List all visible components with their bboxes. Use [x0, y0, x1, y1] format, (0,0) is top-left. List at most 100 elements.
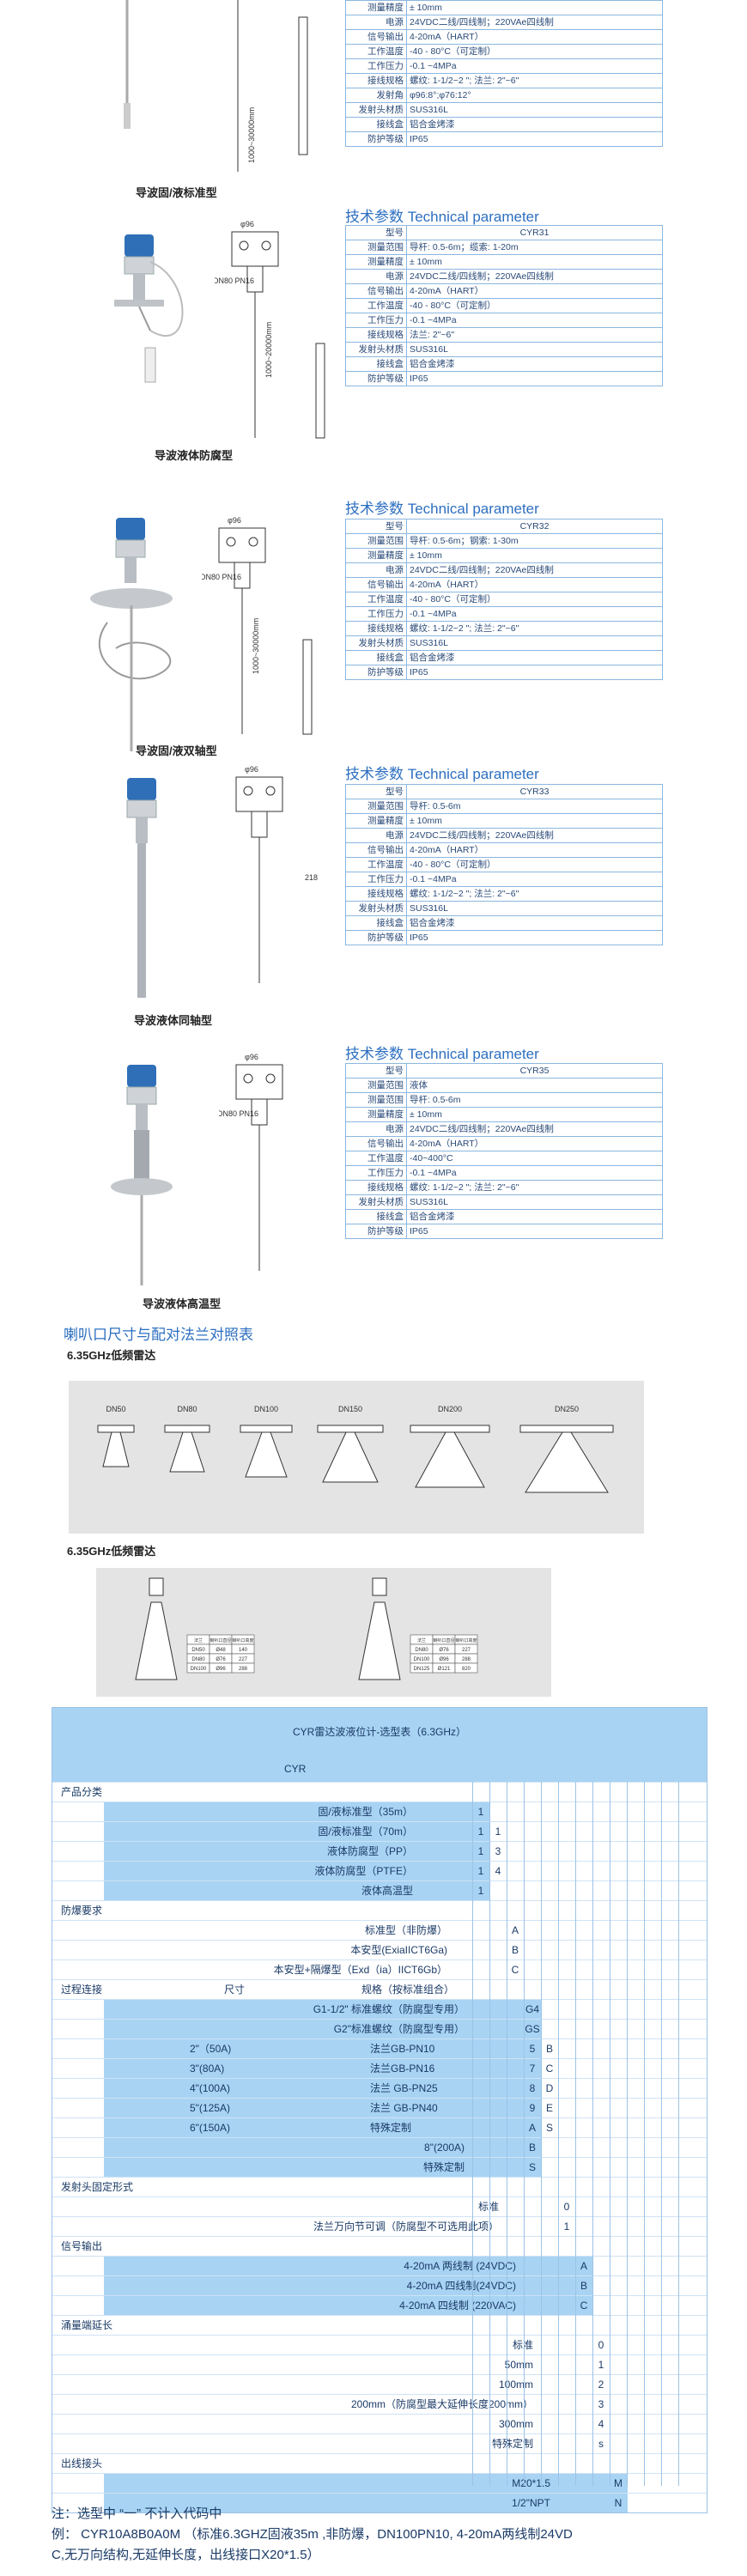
selection-option-row: G1-1/2" 标准螺纹（防腐型专用）G4 — [52, 1999, 707, 2019]
spec-row: 接线规格螺纹: 1-1/2~2 "; 法兰: 2"~6" — [345, 886, 663, 902]
spec-key: 防护等级 — [345, 371, 407, 386]
drawing-cable — [298, 16, 308, 155]
option-band — [104, 2079, 542, 2098]
flange-td-text: DN80 — [191, 1657, 205, 1662]
spec-row: 测量精度± 10mm — [345, 1107, 663, 1122]
spec-value: ± 10mm — [406, 254, 663, 270]
option-band — [104, 2158, 542, 2177]
option-code: 3 — [495, 1845, 501, 1857]
spec-value: 螺纹: 1-1/2~2 "; 法兰: 2"~6" — [406, 1180, 663, 1195]
horn-label: DN200 — [438, 1405, 462, 1413]
drawing-knob — [243, 786, 253, 796]
spec-value: 铝合金烤漆 — [406, 915, 663, 931]
horn-flange — [410, 1425, 490, 1433]
horn-flange — [164, 1425, 210, 1433]
spec-row: 接线盒铝合金烤漆 — [345, 650, 663, 665]
selection-option-row: 4-20mA 四线制 (220VAC)C — [52, 2295, 707, 2315]
housing-body — [126, 799, 157, 818]
note-line3: C,无万向结构,无延伸长度，出线接口X20*1.5） — [52, 2548, 320, 2562]
flange-td-text: 227 — [462, 1648, 471, 1653]
horn-label: DN150 — [338, 1405, 362, 1413]
option-code: B — [528, 2142, 536, 2154]
spec-value: 液体 — [406, 1078, 663, 1093]
option-band — [104, 1822, 490, 1841]
dimension-label: DN80 PN16 — [202, 573, 241, 581]
code-column-line — [558, 1782, 559, 2486]
spec-row: 测量范围导杆: 0.5-6m；钢索: 1-30m — [345, 533, 663, 549]
spec-value: 24VDC二线/四线制；220VAe四线制 — [406, 562, 663, 578]
spec-key: 接线盒 — [345, 117, 407, 132]
spec-row: 测量精度± 10mm — [345, 813, 663, 829]
spec-value: SUS316L — [406, 1194, 663, 1210]
option-label: 标准 — [512, 2339, 533, 2351]
horn-flange — [519, 1425, 614, 1433]
option-code: A — [511, 1924, 519, 1936]
spec-key: 接线盒 — [345, 356, 407, 372]
spec-value: 4-20mA（HART） — [406, 283, 663, 299]
spec-value: 铝合金烤漆 — [406, 117, 663, 132]
spec-key: 工作温度 — [345, 592, 407, 607]
drawing-head — [218, 527, 266, 563]
spec-row: 接线规格法兰: 2"~6" — [345, 327, 663, 343]
option-code: N — [614, 2497, 622, 2509]
flange-th-text: 法兰 — [194, 1637, 203, 1643]
flange-sub1: 6.35GHz低频雷达 — [67, 1349, 156, 1362]
neck — [136, 817, 148, 843]
spec-value: 法兰: 2"~6" — [406, 327, 663, 343]
selection-category-row: 出线接头 — [52, 2453, 707, 2473]
spec-value: ± 10mm — [406, 548, 663, 563]
drawing-cable — [302, 639, 313, 735]
option-band — [104, 2494, 628, 2512]
option-band — [104, 2257, 593, 2275]
tech-param-title: 技术参数 Technical parameter — [345, 766, 539, 782]
spec-row: 工作温度-40 - 80°C（可定制） — [345, 298, 663, 313]
option-label: 液体高温型 — [361, 1885, 413, 1897]
horn-label: DN80 — [177, 1405, 197, 1413]
option-label: 1/2"NPT — [512, 2497, 550, 2509]
spec-key: 防护等级 — [345, 1224, 407, 1239]
spec-value: 铝合金烤漆 — [406, 1209, 663, 1224]
option-label: 200mm（防腐型最大延伸长度200mm） — [350, 2398, 533, 2410]
selection-option-row: G2"标准螺纹（防腐型专用）GS — [52, 2019, 707, 2038]
spec-value: 螺纹: 1-1/2~2 "; 法兰: 2"~6" — [406, 621, 663, 636]
flange-td-text: Ø96 — [216, 1667, 226, 1672]
flange-td-text: DN50 — [191, 1648, 205, 1653]
housing-body — [126, 1086, 157, 1105]
flange-th-text: 喇叭口高度 — [455, 1637, 477, 1643]
option-band — [104, 1842, 490, 1861]
selection-category-row: 过程连接尺寸规格（按标准组合） — [52, 1979, 707, 1999]
selection-model-row: CYR — [52, 1756, 707, 1782]
option-label: 3"(80A) — [190, 2063, 225, 2075]
option-band — [104, 2000, 542, 2019]
device-photo — [126, 778, 157, 998]
horn-diagram: DN80 — [164, 1405, 210, 1473]
option-code: 4 — [495, 1865, 501, 1877]
option-label: 4-20mA 四线制 (220VAC) — [399, 2300, 516, 2312]
spec-value: 4-20mA（HART） — [406, 1136, 663, 1151]
spec-row: 工作温度-40 - 80°C（可定制） — [345, 44, 663, 59]
spec-key: 防护等级 — [345, 131, 407, 147]
option-code: 1 — [563, 2221, 570, 2233]
note-line1: 注：选型中 “一” 不计入代码中 — [52, 2506, 222, 2521]
spec-row: 测量精度± 10mm — [345, 254, 663, 270]
neck — [136, 1104, 148, 1130]
option-label: 8"(200A) — [424, 2142, 465, 2154]
option-label: 2"（50A) — [190, 2043, 232, 2055]
device-photo — [90, 518, 173, 751]
horn-diagram: DN250 — [519, 1405, 614, 1493]
spec-row: 测量精度± 10mm — [345, 0, 663, 15]
